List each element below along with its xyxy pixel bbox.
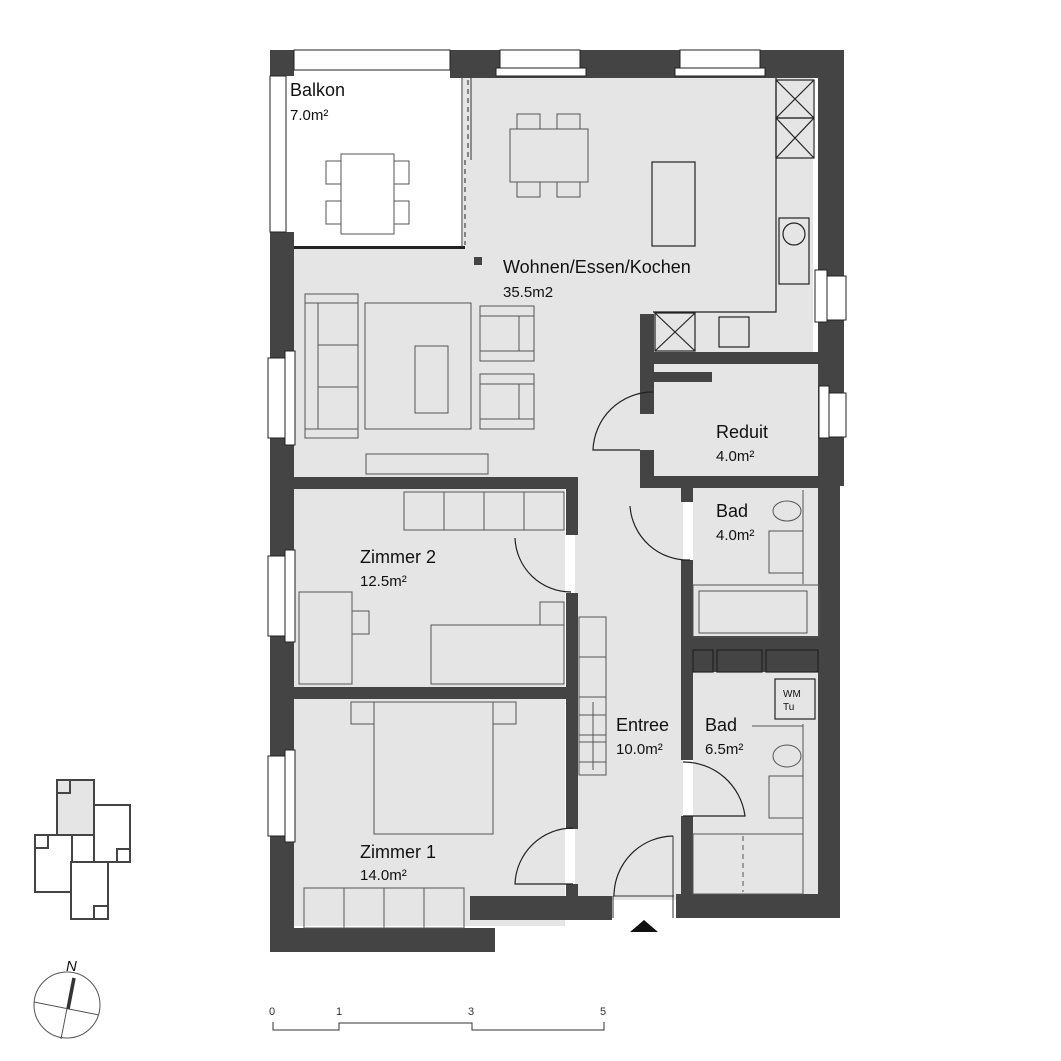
room-name-zimmer1: Zimmer 1 bbox=[360, 842, 436, 862]
door-reduit bbox=[592, 391, 654, 451]
room-name-bad1: Bad bbox=[716, 501, 748, 521]
room-labels: Balkon 7.0m² Wohnen/Essen/Kochen 35.5m2 … bbox=[290, 80, 801, 884]
window-kitchen bbox=[825, 275, 847, 321]
balkon-rail bbox=[269, 75, 287, 233]
floor-reduit bbox=[653, 364, 819, 476]
compass-north-label: N bbox=[66, 958, 77, 975]
door-bad2 bbox=[682, 761, 746, 817]
scale-tick-5: 5 bbox=[600, 1006, 606, 1018]
window-living bbox=[267, 357, 287, 439]
room-area-bad2: 6.5m² bbox=[705, 741, 743, 758]
room-name-entree: Entree bbox=[616, 715, 669, 735]
scale-bar: 0 1 3 5 bbox=[269, 1006, 606, 1031]
scale-tick-0: 0 bbox=[269, 1006, 275, 1018]
windows bbox=[267, 49, 847, 843]
room-area-balkon: 7.0m² bbox=[290, 107, 328, 124]
window-balkon bbox=[293, 49, 451, 71]
room-name-zimmer2: Zimmer 2 bbox=[360, 547, 436, 567]
compass: N bbox=[33, 958, 101, 1040]
room-name-wohnen: Wohnen/Essen/Kochen bbox=[503, 257, 691, 277]
floor-bad2 bbox=[693, 672, 819, 894]
room-area-zimmer1: 14.0m² bbox=[360, 867, 407, 884]
scale-tick-3: 3 bbox=[468, 1006, 474, 1018]
door-zimmer2 bbox=[514, 537, 572, 593]
room-area-bad1: 4.0m² bbox=[716, 527, 754, 544]
room-area-entree: 10.0m² bbox=[616, 741, 663, 758]
key-plan bbox=[34, 779, 131, 920]
room-area-wohnen: 35.5m2 bbox=[503, 284, 553, 301]
doors bbox=[514, 391, 746, 932]
room-name-balkon: Balkon bbox=[290, 80, 345, 100]
door-zimmer1 bbox=[514, 827, 574, 885]
north-needle-icon bbox=[66, 977, 76, 1010]
floors bbox=[287, 70, 819, 926]
room-name-bad2: Bad bbox=[705, 715, 737, 735]
window-top-2 bbox=[679, 49, 761, 71]
room-area-zimmer2: 12.5m² bbox=[360, 573, 407, 590]
room-name-reduit: Reduit bbox=[716, 422, 768, 442]
window-reduit bbox=[827, 392, 847, 438]
entrance-arrow-icon bbox=[630, 920, 658, 932]
window-zimmer1 bbox=[267, 755, 287, 837]
room-area-reduit: 4.0m² bbox=[716, 448, 754, 465]
floor-bad1 bbox=[693, 488, 819, 638]
scale-tick-1: 1 bbox=[336, 1006, 342, 1018]
door-bad1 bbox=[629, 505, 691, 561]
floor-zimmer2 bbox=[293, 488, 565, 688]
window-zimmer2 bbox=[267, 555, 287, 637]
window-top-1 bbox=[499, 49, 581, 71]
floor-balkon bbox=[287, 70, 463, 248]
door-entrance bbox=[613, 835, 674, 897]
appliance-label-wm: WM bbox=[783, 689, 801, 700]
column bbox=[474, 257, 482, 265]
furniture bbox=[298, 78, 820, 929]
appliance-label-tu: Tu bbox=[783, 702, 794, 713]
floor-zimmer1 bbox=[293, 698, 565, 926]
walls bbox=[270, 50, 844, 952]
